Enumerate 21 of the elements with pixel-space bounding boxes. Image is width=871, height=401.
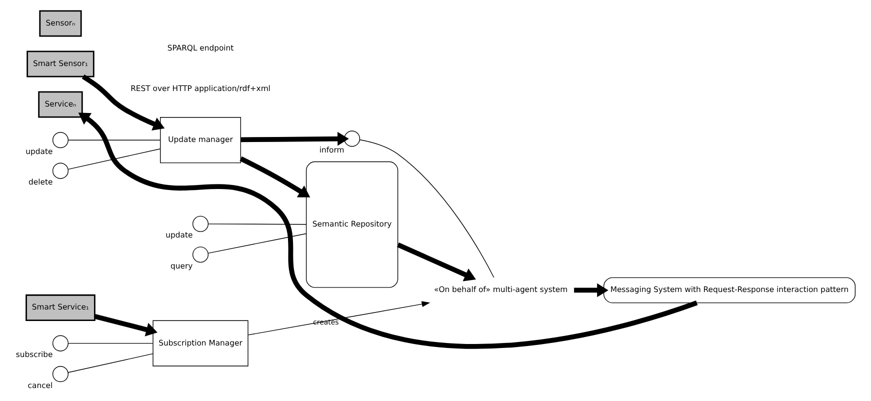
- arrow: [94, 314, 158, 336]
- arrow: [82, 74, 165, 130]
- node-circle: [192, 246, 209, 263]
- node-circle: [52, 162, 69, 179]
- arrow: [574, 283, 608, 298]
- connector: [208, 224, 307, 225]
- node-circle: [192, 216, 209, 232]
- arrow: [78, 112, 698, 349]
- node-circle: [344, 130, 360, 147]
- arrow: [396, 242, 476, 282]
- arrow: [240, 132, 349, 146]
- connector: [68, 342, 154, 344]
- node-circle: [52, 366, 69, 382]
- connector: [68, 353, 154, 373]
- connector: [359, 139, 494, 278]
- node-circle: [52, 132, 69, 148]
- connector: [68, 148, 160, 170]
- arrow: [248, 301, 430, 336]
- connector: [208, 233, 307, 254]
- arrow: [240, 156, 310, 198]
- node-circle: [52, 335, 69, 352]
